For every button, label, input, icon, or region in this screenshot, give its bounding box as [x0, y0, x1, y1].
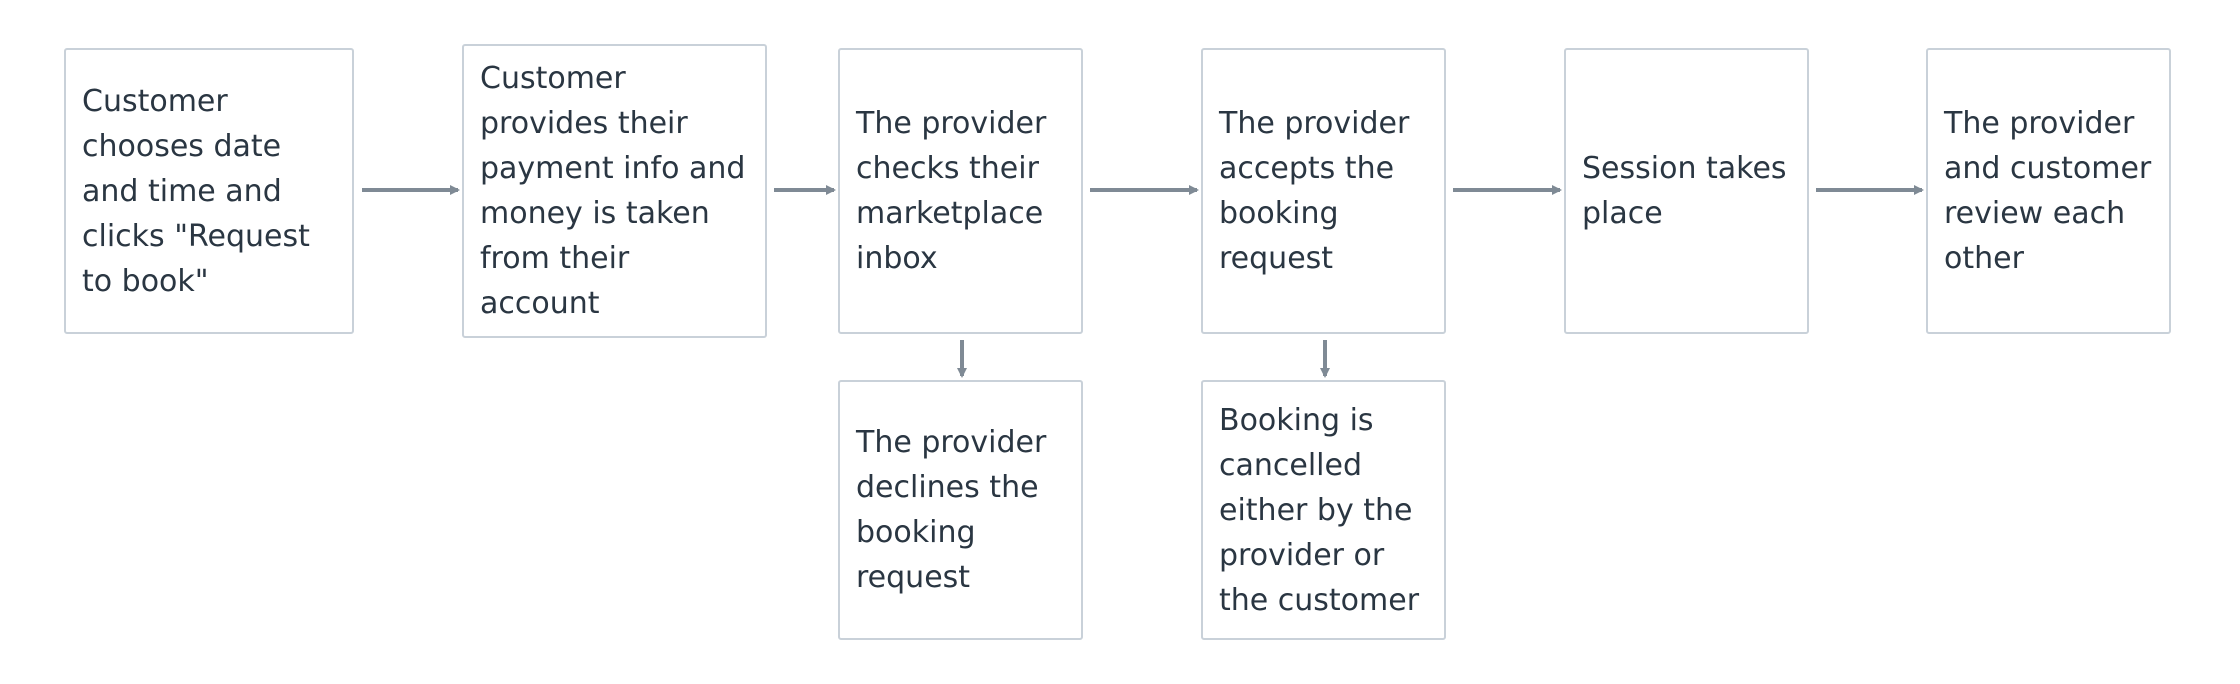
step-payment: Customer provides their payment info and…	[462, 44, 767, 338]
step-request-to-book: Customer chooses date and time and click…	[64, 48, 354, 334]
step-session-label: Session takes place	[1582, 151, 1787, 231]
branch-provider-declines-label: The provider declines the booking reques…	[856, 425, 1047, 595]
step-session: Session takes place	[1564, 48, 1809, 334]
branch-booking-cancelled: Booking is cancelled either by the provi…	[1201, 380, 1446, 640]
step-provider-inbox: The provider checks their marketplace in…	[838, 48, 1083, 334]
step-request-to-book-label: Customer chooses date and time and click…	[82, 83, 310, 299]
step-review: The provider and customer review each ot…	[1926, 48, 2171, 334]
branch-provider-declines: The provider declines the booking reques…	[838, 380, 1083, 640]
step-provider-accepts-label: The provider accepts the booking request	[1219, 106, 1410, 276]
step-payment-label: Customer provides their payment info and…	[480, 61, 746, 321]
branch-booking-cancelled-label: Booking is cancelled either by the provi…	[1219, 402, 1420, 618]
step-review-label: The provider and customer review each ot…	[1944, 106, 2152, 276]
step-provider-inbox-label: The provider checks their marketplace in…	[856, 106, 1047, 276]
step-provider-accepts: The provider accepts the booking request	[1201, 48, 1446, 334]
